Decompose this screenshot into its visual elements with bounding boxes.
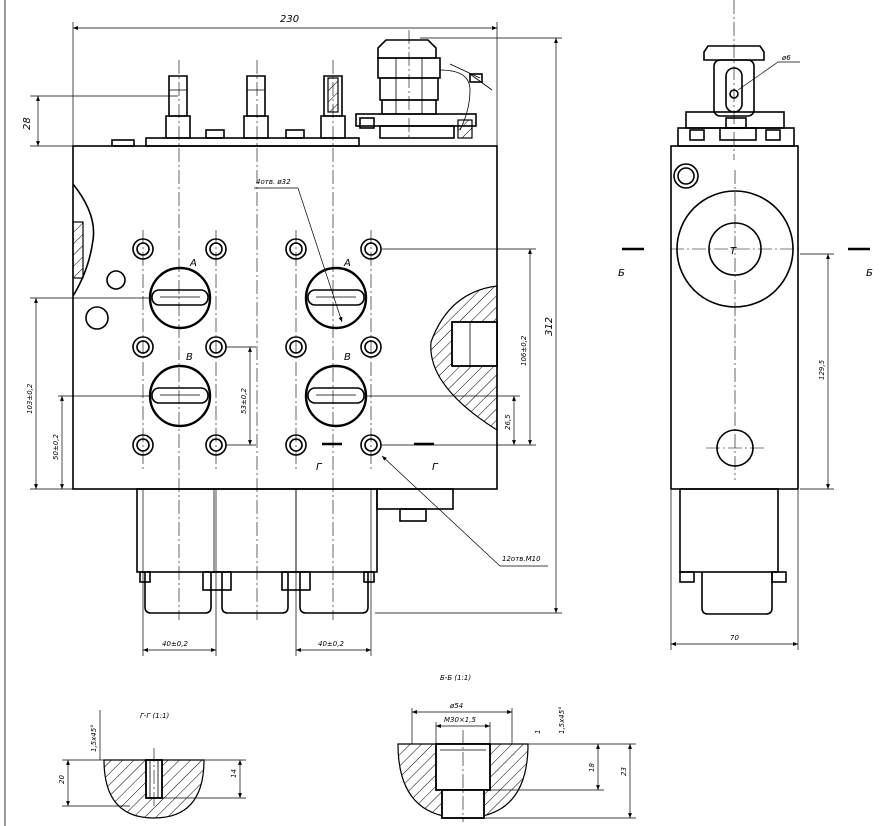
side-view: 70 129,5 ø6 T Б Б <box>618 0 873 650</box>
top-fittings <box>111 39 493 147</box>
dim-side-hole: ø6 <box>781 54 791 62</box>
section-g-title: Г-Г (1:1) <box>140 712 170 720</box>
section-b-title: Б-Б (1:1) <box>440 674 471 682</box>
bottom-housings <box>136 488 454 614</box>
label-port-b-1: B <box>186 352 193 363</box>
dim-26-5: 26,5 <box>504 414 512 430</box>
section-b-dim-m30: M30×1,5 <box>444 716 476 724</box>
dim-53: 53±0,2 <box>240 388 248 414</box>
section-g-chamfer: 1,5x45° <box>90 724 98 752</box>
label-port-t: T <box>730 246 737 257</box>
dim-top-height: 28 <box>22 117 33 130</box>
section-g-dim-14: 14 <box>230 769 238 778</box>
label-holes-32: 4отв. ø32 <box>256 178 291 186</box>
side-body <box>670 145 799 490</box>
dim-bottom-mid-40: 40±0,2 <box>318 640 344 648</box>
center-lines <box>142 30 410 620</box>
dim-left-103: 103±0,2 <box>26 383 34 414</box>
dim-bottom-left-40: 40±0,2 <box>162 640 188 648</box>
label-section-g-1: Г <box>316 462 323 473</box>
label-section-g-2: Г <box>432 462 439 473</box>
section-b-dim-23: 23 <box>620 767 628 776</box>
dim-side-height: 129,5 <box>818 359 826 380</box>
section-b-chamfer: 1,5x45° <box>558 706 566 734</box>
label-port-b-2: B <box>344 352 351 363</box>
section-b-dim-18: 18 <box>588 763 596 772</box>
dim-side-width: 70 <box>730 634 739 642</box>
label-holes-m10: 12отв.M10 <box>502 555 541 563</box>
section-b-dim-54: ø54 <box>449 702 463 710</box>
section-g-dim-20: 20 <box>58 775 66 784</box>
dim-left-50: 50±0,2 <box>52 434 60 460</box>
section-b-b: Б-Б (1:1) ø54 M30×1,5 1 1,5x45° 18 23 <box>397 674 636 822</box>
ports <box>148 266 368 428</box>
section-g-g: Г-Г (1:1) 1,5x45° 20 14 <box>58 710 246 819</box>
label-section-b-1: Б <box>618 268 625 279</box>
label-port-a-2: A <box>343 258 351 269</box>
dim-overall-height: 312 <box>544 317 555 336</box>
front-dimensions <box>30 22 562 656</box>
section-b-dim-1: 1 <box>534 730 542 734</box>
label-port-a-1: A <box>189 258 197 269</box>
label-section-b-2: Б <box>866 268 873 279</box>
dim-overall-width: 230 <box>280 14 299 25</box>
front-view: 230 28 312 103±0,2 50±0,2 53±0,2 106±0,2… <box>22 14 562 656</box>
dim-106: 106±0,2 <box>520 335 528 366</box>
